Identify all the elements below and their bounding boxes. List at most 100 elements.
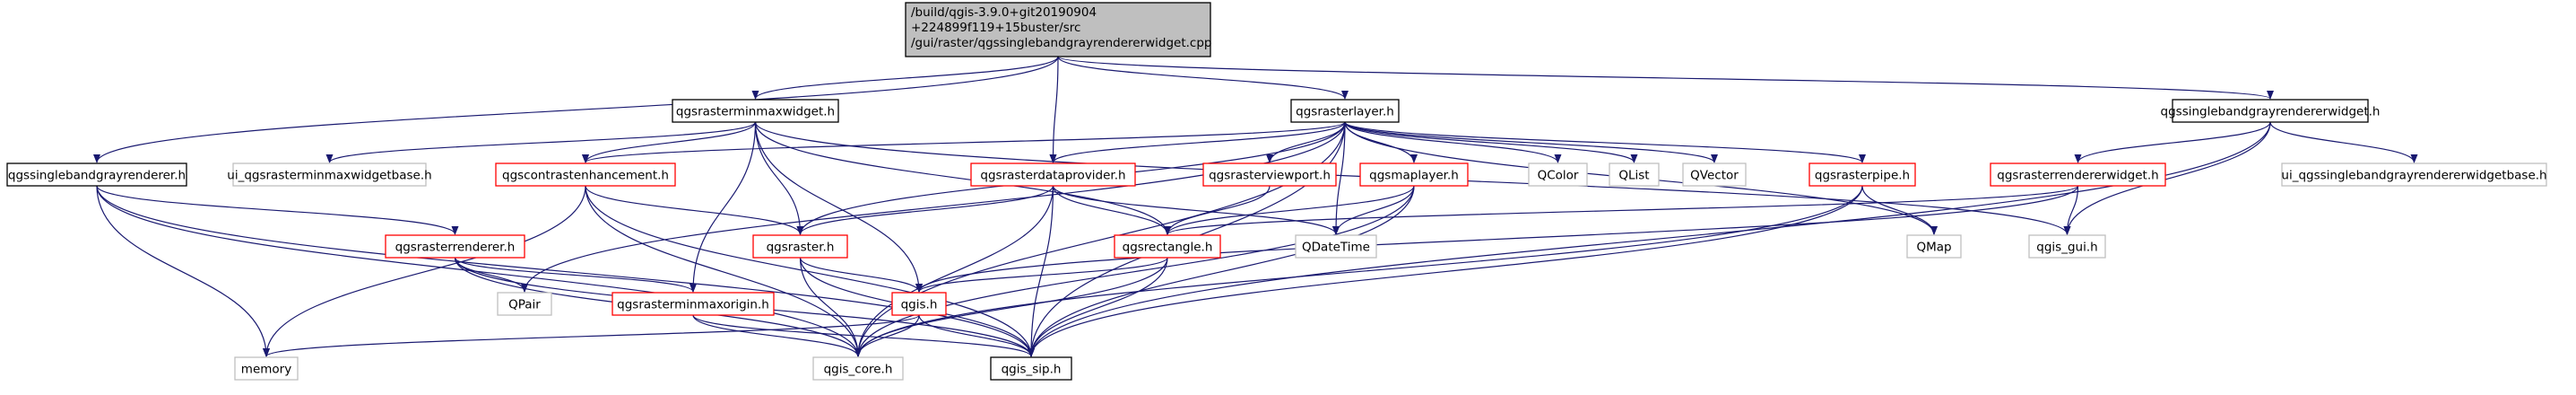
node-label-viewport: qgsrasterviewport.h (1209, 169, 1331, 183)
node-label-qlist: QList (1618, 169, 1649, 183)
node-label-qvector: QVector (1690, 169, 1739, 183)
node-qvector[interactable]: QVector (1682, 162, 1747, 187)
edge-root-to-sbgrw (1057, 56, 2274, 100)
edge-rendererwidget-to-rectangle (1164, 185, 2079, 235)
node-label-sbgr: qgssinglebandgrayrenderer.h (8, 169, 186, 183)
node-label-maplayer: qgsmaplayer.h (1369, 169, 1459, 183)
node-box-rasterrenderer (385, 234, 525, 259)
edge-minmaxwidget-to-minmaxorigin (690, 121, 757, 293)
node-qmap[interactable]: QMap (1906, 234, 1962, 259)
node-rasterlayer[interactable]: qgsrasterlayer.h (1290, 99, 1400, 123)
node-qgis_sip[interactable]: qgis_sip.h (990, 356, 1072, 381)
node-minmaxwidget[interactable]: qgsrasterminmaxwidget.h (672, 99, 839, 123)
edge-rasterlayer-to-qpair (521, 121, 1346, 293)
edge-qgis-to-memory (263, 314, 920, 357)
node-label-minmaxorigin: qgsrasterminmaxorigin.h (617, 298, 769, 312)
node-box-viewport (1202, 162, 1337, 187)
edge-sbgrw-to-qgis_gui (2063, 121, 2271, 235)
node-label-rectangle: qgsrectangle.h (1123, 241, 1213, 255)
node-box-qgis_core (812, 356, 904, 381)
edge-rasterlayer-to-dataprovider (1049, 121, 1346, 163)
node-dataprovider[interactable]: qgsrasterdataprovider.h (970, 162, 1136, 187)
node-box-qvector (1682, 162, 1747, 187)
edge-dataprovider-to-raster (796, 185, 1054, 235)
node-qgis[interactable]: qgis.h (891, 292, 947, 316)
node-qgis_gui[interactable]: qgis_gui.h (2028, 234, 2106, 259)
node-box-qgis_gui (2028, 234, 2106, 259)
edge-sbgr-to-qgis_sip (96, 185, 1035, 357)
edge-raster-to-qgis_core (799, 257, 862, 357)
edge-contrast-to-qgis_sip (585, 185, 1035, 357)
edge-raster-to-qgis (799, 257, 923, 293)
node-label-root-0: /build/qgis-3.9.0+git20190904 (911, 5, 1097, 20)
node-raster[interactable]: qgsraster.h (752, 234, 848, 259)
edge-rectangle-to-qgis (915, 257, 1168, 293)
edge-maplayer-to-rectangle (1164, 185, 1415, 235)
edge-sbgrw-to-qgis_sip (1028, 121, 2271, 357)
node-qlist[interactable]: QList (1609, 162, 1660, 187)
node-box-qpair (497, 292, 552, 316)
node-viewport[interactable]: qgsrasterviewport.h (1202, 162, 1337, 187)
edge-maplayer-to-qgis_core (854, 185, 1415, 357)
node-box-raster (752, 234, 848, 259)
edge-rasterpipe-to-qgis_sip (1028, 185, 1863, 357)
node-root[interactable]: /build/qgis-3.9.0+git20190904+224899f119… (905, 2, 1212, 57)
node-label-dataprovider: qgsrasterdataprovider.h (980, 169, 1125, 183)
edge-root-to-rasterlayer (1057, 56, 1349, 100)
edge-dataprovider-to-qgis_sip (1028, 185, 1054, 357)
node-box-rendererwidget (1990, 162, 2166, 187)
node-box-maplayer (1359, 162, 1469, 187)
edge-minmaxorigin-to-qgis_sip (692, 314, 1035, 357)
node-ui_minmax[interactable]: ui_qgsrasterminmaxwidgetbase.h (227, 162, 432, 187)
node-qgis_core[interactable]: qgis_core.h (812, 356, 904, 381)
node-qcolor[interactable]: QColor (1528, 162, 1588, 187)
edge-minmaxwidget-to-raster (754, 121, 804, 235)
node-box-dataprovider (970, 162, 1136, 187)
node-sbgr[interactable]: qgssinglebandgrayrenderer.h (6, 162, 187, 187)
edge-sbgr-to-rasterrenderer (96, 185, 459, 235)
node-qpair[interactable]: QPair (497, 292, 552, 316)
node-sbgrw[interactable]: qgssinglebandgrayrendererwidget.h (2161, 99, 2381, 123)
node-box-qgis_sip (990, 356, 1072, 381)
edge-rasterpipe-to-qgis_core (854, 185, 1863, 357)
node-label-rasterpipe: qgsrasterpipe.h (1815, 169, 1910, 183)
edge-rasterlayer-to-contrast (582, 121, 1346, 163)
edge-viewport-to-rectangle (1164, 185, 1271, 235)
node-label-qgis: qgis.h (901, 298, 938, 312)
edge-minmaxorigin-to-qgis_core (692, 314, 862, 357)
node-box-rasterlayer (1290, 99, 1400, 123)
node-box-qlist (1609, 162, 1660, 187)
edge-dataprovider-to-qgis_core (854, 185, 1054, 357)
edge-minmaxwidget-to-ui_minmax (325, 121, 757, 163)
edge-sbgrw-to-ui_sbgrw (2269, 121, 2418, 163)
node-rasterpipe[interactable]: qgsrasterpipe.h (1808, 162, 1916, 187)
edge-sbgrw-to-rendererwidget (2074, 121, 2271, 163)
edge-qgis-to-qgis_core (854, 314, 920, 357)
node-rasterrenderer[interactable]: qgsrasterrenderer.h (385, 234, 525, 259)
node-maplayer[interactable]: qgsmaplayer.h (1359, 162, 1469, 187)
node-box-minmaxwidget (672, 99, 839, 123)
node-qdatetime[interactable]: QDateTime (1295, 234, 1377, 259)
node-minmaxorigin[interactable]: qgsrasterminmaxorigin.h (611, 292, 775, 316)
node-box-root (905, 2, 1211, 57)
node-label-minmaxwidget: qgsrasterminmaxwidget.h (676, 105, 835, 119)
node-box-memory (234, 356, 299, 381)
node-label-qcolor: QColor (1538, 169, 1579, 183)
node-rendererwidget[interactable]: qgsrasterrendererwidget.h (1990, 162, 2166, 187)
edge-rasterlayer-to-qdatetime (1332, 121, 1346, 235)
node-memory[interactable]: memory (234, 356, 299, 381)
node-contrast[interactable]: qgscontrastenhancement.h (495, 162, 676, 187)
edges-layer (93, 56, 2418, 357)
node-label-rendererwidget: qgsrasterrendererwidget.h (1997, 169, 2158, 183)
edge-rasterlayer-to-qcolor (1344, 121, 1562, 163)
node-ui_sbgrw[interactable]: ui_qgssinglebandgrayrendererwidgetbase.h (2281, 162, 2547, 187)
edge-maplayer-to-qdatetime (1332, 185, 1415, 235)
edge-rendererwidget-to-qgis (915, 185, 2079, 293)
edge-contrast-to-raster (585, 185, 804, 235)
edge-root-to-dataprovider (1049, 56, 1059, 163)
node-rectangle[interactable]: qgsrectangle.h (1114, 234, 1221, 259)
node-box-qcolor (1528, 162, 1588, 187)
node-box-sbgr (6, 162, 187, 187)
node-label-qgis_gui: qgis_gui.h (2036, 241, 2097, 255)
